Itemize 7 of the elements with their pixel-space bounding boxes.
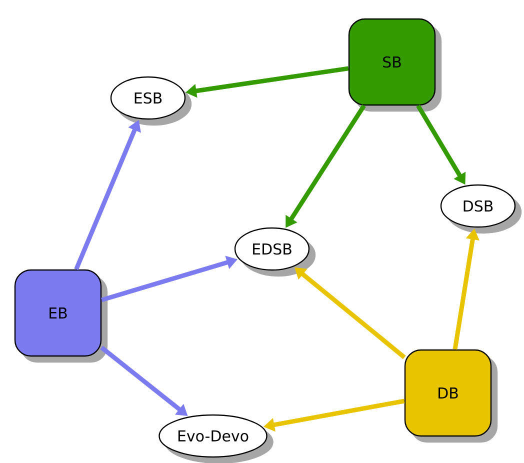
rounded-box: DB — [404, 349, 498, 443]
ellipse-node: ESB — [110, 76, 192, 126]
ellipse-node: DSB — [440, 184, 522, 234]
ellipse-node: EDSB — [234, 227, 316, 277]
rounded-box: EB — [14, 269, 108, 363]
ellipse-node: Evo-Devo — [158, 414, 274, 463]
rounded-box: SB — [348, 18, 442, 112]
